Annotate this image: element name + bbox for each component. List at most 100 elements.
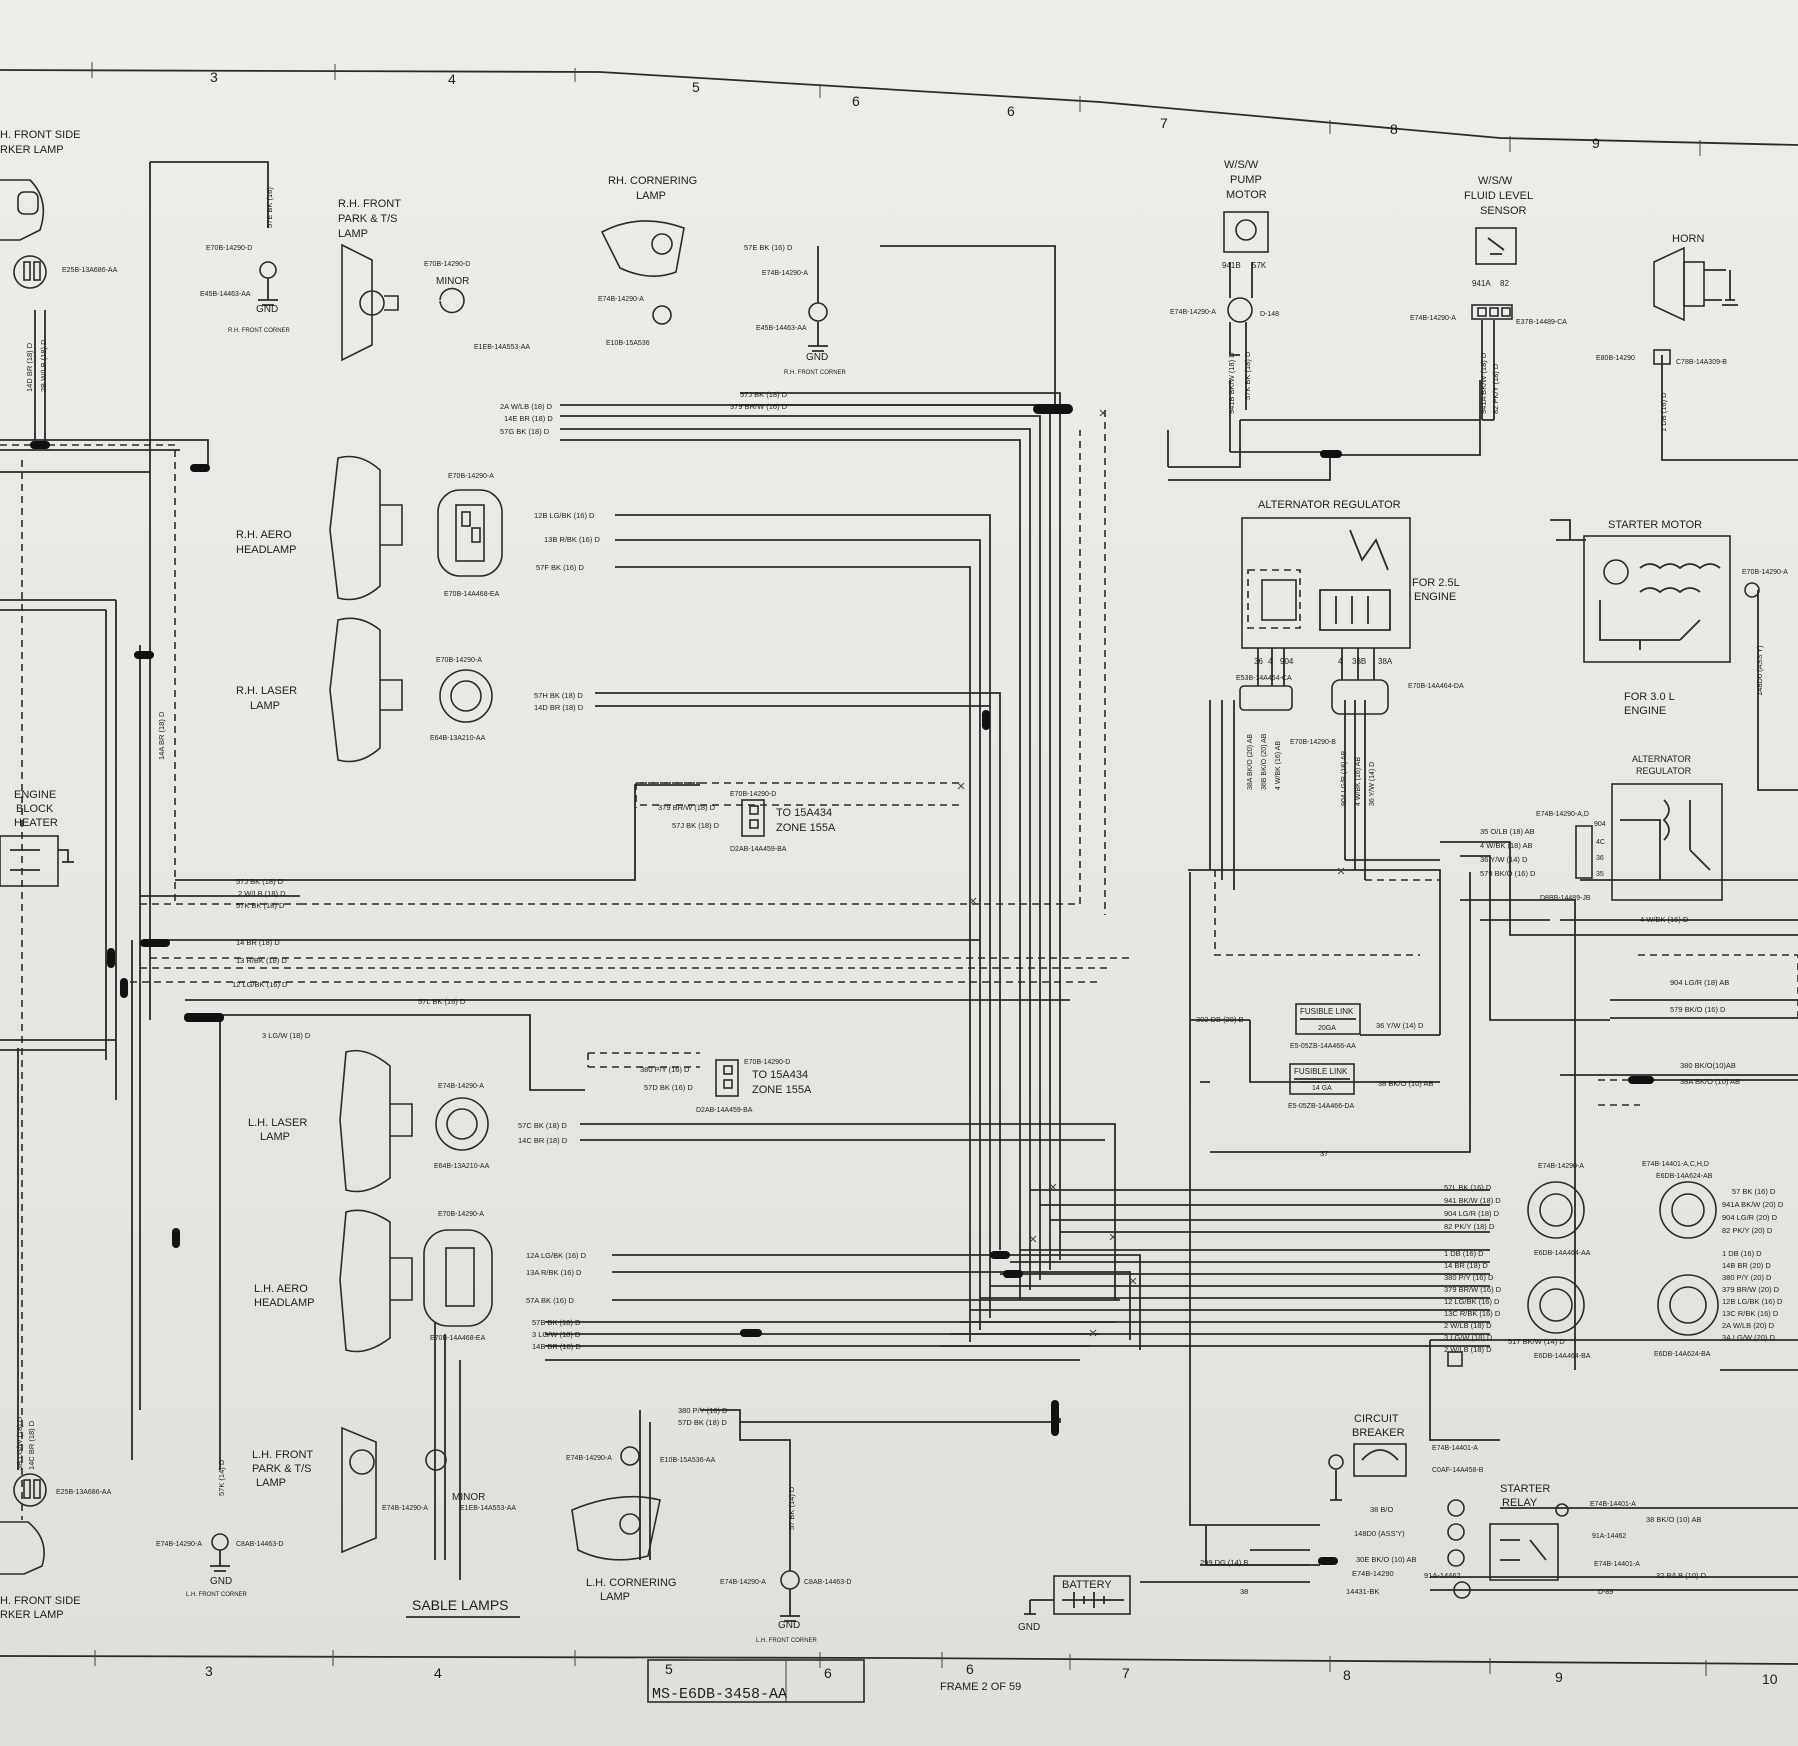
alt-v-36yw: 36 Y/W (14) D [1369,762,1376,806]
rconn-d-part: E74B-14401-A,C,H,D [1642,1161,1709,1168]
wl-380: 380 P/Y (16) D [640,1065,690,1074]
battery-symbol [1024,1575,1131,1615]
lh-marker-part: E25B-13A686-AA [56,1489,112,1496]
lh-front-park-ts-symbol [210,1426,447,1572]
battery-gnd: GND [1018,1622,1040,1633]
ws-sensor-label-3: SENSOR [1480,205,1527,217]
rconn-b-part: E6DB-14A464-AA [1534,1250,1591,1257]
wl-57a: 57A BK (16) D [526,1296,575,1305]
rh-laser-label-2: LAMP [250,700,280,712]
zone-5-bottom: 5 [665,1661,673,1677]
for-30l-label-2: ENGINE [1624,705,1666,717]
wl-d7: 380 P/Y (20) D [1722,1273,1772,1282]
top-zone-ruler [0,62,1798,156]
lh-minor-conn: E74B-14290-A [382,1505,428,1512]
lh-gnd-part-c: C8AB-14463-D [236,1541,283,1548]
starter-motor-conn: E70B-14290-A [1742,569,1788,576]
wl-d11: 2A W/LB (20) D [1722,1321,1775,1330]
lh-front-side-marker-label-2: RKER LAMP [0,1609,64,1621]
alt-30l-pin-35: 35 [1596,871,1604,878]
rh-aero-conn: E70B-14290-A [448,473,494,480]
wl-r36: 36 Y/W (14) D [1480,855,1528,864]
zone-8-top: 8 [1390,121,1398,137]
rconn-a-part: E74B-14290-A [1538,1163,1584,1170]
rh-aero-part: E70B-14A468-EA [444,591,500,598]
ws-pump-pin-57k: 57K [1252,261,1267,270]
zone-connector-upper-symbol [741,799,765,837]
lh-park-label-3: LAMP [256,1477,286,1489]
lh-corner-bulb: E10B-15A536-AA [660,1457,716,1464]
rh-corner-bulb-part: E10B-15A536 [606,340,650,347]
wl-d1: 57 BK (16) D [1732,1187,1776,1196]
circuit-breaker-label-1: CIRCUIT [1354,1413,1399,1425]
wl-d10: 13C R/BK (16) D [1722,1309,1779,1318]
rh-aero-headlamp-symbol [329,455,503,601]
rconn-c-part: E6DB-14A464-BA [1534,1353,1591,1360]
zone-9-top: 9 [1592,135,1600,151]
wl-r35: 35 O/LB (18) AB [1480,827,1535,836]
wl-12a: 12A LG/BK (16) D [526,1251,587,1260]
wl-c3: 904 LG/R (18) D [1444,1209,1500,1218]
starter-relay-d89: D-89 [1598,1589,1613,1596]
rh-gnd-part: E45B-14463-AA [200,291,251,298]
harness-splices [30,404,1654,1565]
alternator-regulator-box [1239,517,1411,715]
rh-cornering-label-2: LAMP [636,190,666,202]
zone-6a-top: 6 [852,93,860,109]
alt-30l-label-2: REGULATOR [1636,766,1692,776]
vl-941b: 941B BK/W (18) D [1227,352,1236,414]
alt-30l-pin-904: 904 [1594,821,1606,828]
wl-d4: 82 PK/Y (20) D [1722,1226,1773,1235]
rh-corner-gnd: GND [806,352,828,363]
wl-14: 14 BR (18) D [236,938,280,947]
zone-4-bottom: 4 [434,1665,442,1681]
alt-conn-a-part: E53B-14A464-CA [1236,675,1292,682]
zone-7-top: 7 [1160,115,1168,131]
lh-aero-headlamp-symbol [339,1209,493,1353]
zone-4-top: 4 [448,71,456,87]
zone-conn-upper-part: E70B-14290-D [730,791,776,798]
alt-30l-label-1: ALTERNATOR [1632,754,1692,764]
wl-57c: 57C BK (18) D [518,1121,567,1130]
ring-terminals [1447,1351,1471,1599]
wl-b148: 148D0 (ASS'Y) [1354,1529,1405,1538]
ws-sensor-label-1: W/S/W [1478,175,1513,187]
zone-7-bottom: 7 [1122,1665,1130,1681]
ws-pump-conn-part: E74B-14290-A [1170,309,1216,316]
wl-14e: 14E BR (18) D [504,414,553,423]
wl-c10: 13C R/BK (16) D [1444,1309,1501,1318]
wl-12: 12 LG/BK (16) D [232,980,288,989]
zone-conn-lower-zone: ZONE 155A [752,1084,812,1096]
wl-d2: 941A BK/W (20) D [1722,1200,1784,1209]
wl-c13: 2 W/LB (18) D [1444,1345,1492,1354]
fusible-14-label: FUSIBLE LINK [1294,1067,1348,1076]
alt-pin-4b: 4 [1338,657,1343,666]
wl-3: 3 LG/W (18) D [262,1031,311,1040]
ws-pump-pin-941b: 941B [1222,261,1241,270]
wl-2a: 2A W/LB (18) D [500,402,553,411]
alt-v-4: 4 W/BK (16) AB [1275,741,1282,790]
wl-379: 379 BR/W (16) D [730,402,788,411]
starter-motor-label: STARTER MOTOR [1608,519,1702,531]
vl-57k: 57K (14) D [217,1459,226,1496]
document-number: MS-E6DB-3458-AA [652,1686,787,1703]
vl-14a: 14A BR (18) D [157,711,166,760]
wl-d8: 379 BR/W (20) D [1722,1285,1780,1294]
lh-cornering-label-2: LAMP [600,1591,630,1603]
wl-57b: 57B BK (18) D [532,1318,581,1327]
wl-14b: 14B BR (18) D [532,1342,581,1351]
ws-sensor-label-2: FLUID LEVEL [1464,190,1533,202]
wl-57j: 57J BK (18) D [740,390,788,399]
alt-v-4wbk: 4 W/BK (16) AB [1355,757,1362,806]
wl-57h: 57H BK (18) D [534,691,583,700]
starter-relay-symbol [1489,1503,1569,1581]
rh-marker-part: E25B-13A686-AA [62,267,118,274]
horn-label: HORN [1672,233,1704,245]
zone-6b-top: 6 [1007,103,1015,119]
rh-minor-part: E1EB-14A553-AA [474,344,530,351]
rh-minor-label: MINOR [436,276,469,287]
wl-12b: 12B LG/BK (16) D [534,511,595,520]
wire-cross-marks [957,409,1345,1337]
rh-front-side-marker-symbol [0,179,47,289]
ws-sensor-pin-941a: 941A [1472,279,1491,288]
